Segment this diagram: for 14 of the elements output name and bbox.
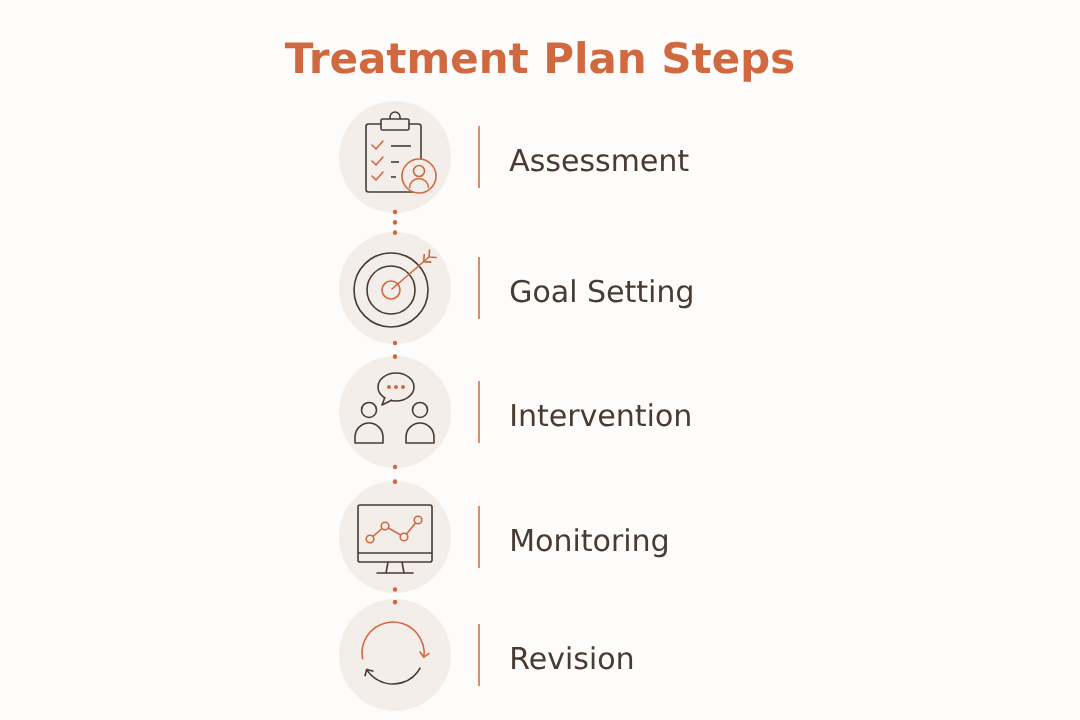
dotted-connector <box>392 464 398 485</box>
dotted-connector <box>392 209 398 236</box>
title: Treatment Plan Steps <box>285 41 794 82</box>
step-label: Monitoring <box>512 528 667 558</box>
step-circle <box>339 232 451 344</box>
dotted-connector <box>392 340 398 360</box>
step-label: Assessment <box>509 149 689 172</box>
step-circle <box>339 481 451 593</box>
step-label: Revision <box>512 646 633 670</box>
step-circle <box>339 356 451 468</box>
dotted-connector <box>392 587 398 605</box>
step-label: Intervention <box>512 403 690 427</box>
step-label: Goal Setting <box>510 279 692 309</box>
step-circle <box>339 599 451 711</box>
